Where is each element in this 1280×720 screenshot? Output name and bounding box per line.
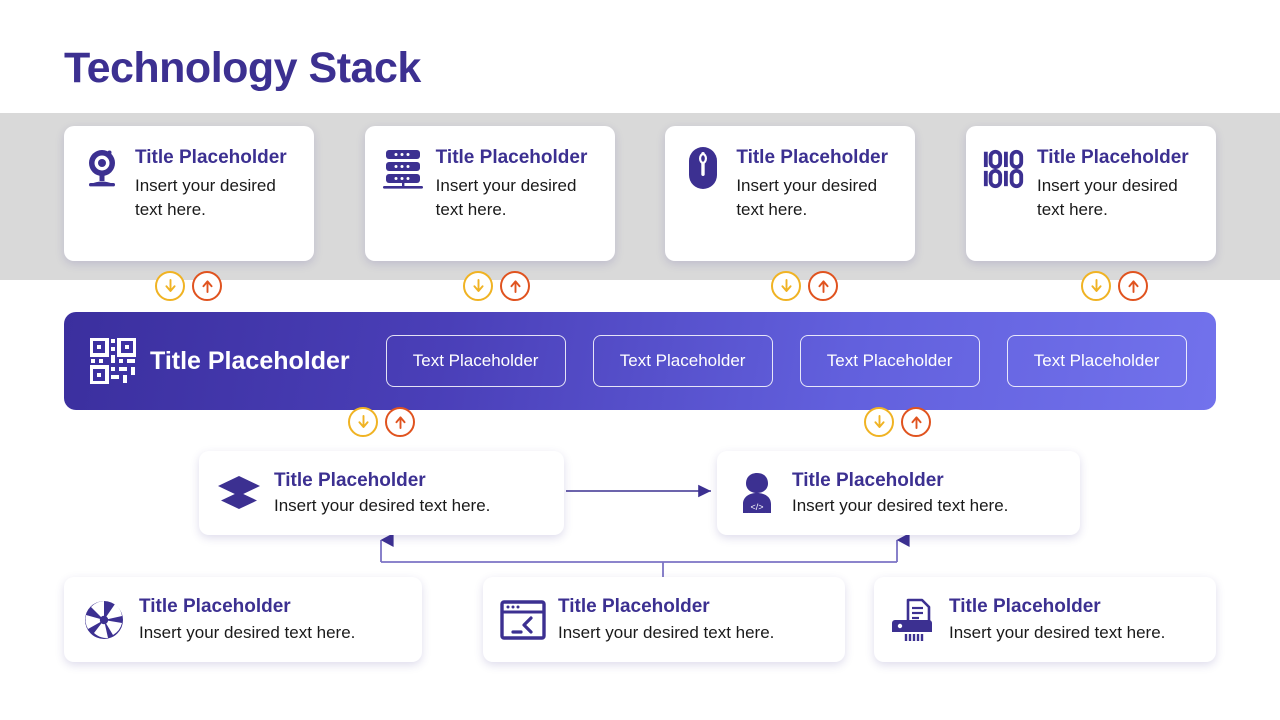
- qr-code-icon: [89, 337, 137, 385]
- top-card-row: Title Placeholder Insert your desired te…: [0, 126, 1280, 261]
- webcam-icon: [80, 145, 124, 191]
- arrow-pair-2: [463, 271, 530, 301]
- bottom-card-1-title: Title Placeholder: [139, 596, 291, 618]
- mid-card-right[interactable]: </> Title Placeholder Insert your desire…: [717, 451, 1080, 535]
- arrow-pair-4: [1081, 271, 1148, 301]
- top-card-3[interactable]: Title Placeholder Insert your desired te…: [665, 126, 916, 261]
- banner-pill-row: Text Placeholder Text Placeholder Text P…: [385, 335, 1187, 387]
- banner-pill-1[interactable]: Text Placeholder: [385, 335, 566, 387]
- arrow-down-icon[interactable]: [155, 271, 185, 301]
- arrow-down-icon[interactable]: [771, 271, 801, 301]
- bottom-card-2[interactable]: Title Placeholder Insert your desired te…: [483, 577, 845, 662]
- page-title: Technology Stack: [64, 44, 421, 92]
- mid-card-right-title: Title Placeholder: [792, 469, 944, 491]
- mid-card-right-desc: Insert your desired text here.: [792, 496, 1009, 516]
- mid-card-right-text: Title Placeholder Insert your desired te…: [792, 469, 1008, 518]
- top-card-2-title: Title Placeholder: [435, 147, 588, 168]
- bottom-card-1-text: Title Placeholder Insert your desired te…: [139, 595, 355, 644]
- printer-icon: [891, 597, 937, 643]
- mid-card-left-text: Title Placeholder Insert your desired te…: [274, 469, 490, 518]
- svg-text:</>: </>: [750, 502, 763, 512]
- bottom-card-1[interactable]: Title Placeholder Insert your desired te…: [64, 577, 422, 662]
- mid-card-left-title: Title Placeholder: [274, 469, 426, 491]
- bottom-card-3-desc: Insert your desired text here.: [949, 622, 1166, 642]
- banner-pill-3[interactable]: Text Placeholder: [799, 335, 980, 387]
- bottom-card-2-title: Title Placeholder: [558, 596, 710, 618]
- technology-banner[interactable]: Title Placeholder Text Placeholder Text …: [64, 312, 1216, 410]
- top-card-2-desc: Insert your desired text here.: [435, 175, 577, 219]
- top-card-4-title: Title Placeholder: [1036, 147, 1189, 168]
- top-card-3-text: Title Placeholder Insert your desired te…: [736, 143, 901, 222]
- top-card-4-desc: Insert your desired text here.: [1036, 175, 1178, 219]
- top-card-3-title: Title Placeholder: [736, 147, 889, 168]
- arrow-down-icon[interactable]: [864, 407, 894, 437]
- arrow-up-icon[interactable]: [808, 271, 838, 301]
- terminal-icon: [500, 597, 546, 643]
- bottom-card-1-desc: Insert your desired text here.: [139, 622, 356, 642]
- bottom-card-3-title: Title Placeholder: [949, 596, 1101, 618]
- bottom-card-3-text: Title Placeholder Insert your desired te…: [949, 595, 1165, 644]
- arrow-pair-1: [155, 271, 222, 301]
- mid-card-left-desc: Insert your desired text here.: [274, 496, 491, 516]
- arrow-down-icon[interactable]: [463, 271, 493, 301]
- arrow-up-icon[interactable]: [500, 271, 530, 301]
- binary-code-icon: [982, 145, 1026, 191]
- arrow-pair-6: [864, 407, 931, 437]
- mouse-icon: [681, 145, 725, 191]
- arrow-up-icon[interactable]: [1118, 271, 1148, 301]
- banner-pill-4[interactable]: Text Placeholder: [1006, 335, 1187, 387]
- server-rack-icon: [381, 145, 425, 191]
- bottom-card-2-desc: Insert your desired text here.: [558, 622, 775, 642]
- top-card-1-text: Title Placeholder Insert your desired te…: [135, 143, 300, 222]
- developer-icon: </>: [734, 470, 780, 516]
- arrow-down-icon[interactable]: [1081, 271, 1111, 301]
- arrow-up-icon[interactable]: [385, 407, 415, 437]
- banner-pill-2[interactable]: Text Placeholder: [592, 335, 773, 387]
- mid-card-left[interactable]: Title Placeholder Insert your desired te…: [199, 451, 564, 535]
- arrow-down-icon[interactable]: [348, 407, 378, 437]
- bottom-card-3[interactable]: Title Placeholder Insert your desired te…: [874, 577, 1216, 662]
- top-card-2[interactable]: Title Placeholder Insert your desired te…: [364, 126, 615, 261]
- top-card-1[interactable]: Title Placeholder Insert your desired te…: [64, 126, 314, 261]
- arrow-pair-3: [771, 271, 838, 301]
- aperture-icon: [81, 597, 127, 643]
- layers-icon: [216, 470, 262, 516]
- banner-title: Title Placeholder: [150, 346, 350, 375]
- top-card-1-title: Title Placeholder: [135, 147, 287, 168]
- top-card-2-text: Title Placeholder Insert your desired te…: [436, 143, 601, 222]
- top-card-1-desc: Insert your desired text here.: [135, 175, 276, 219]
- top-card-3-desc: Insert your desired text here.: [736, 175, 878, 219]
- arrow-pair-5: [348, 407, 415, 437]
- arrow-up-icon[interactable]: [901, 407, 931, 437]
- top-card-4[interactable]: Title Placeholder Insert your desired te…: [965, 126, 1216, 261]
- top-card-4-text: Title Placeholder Insert your desired te…: [1037, 143, 1202, 222]
- bottom-card-2-text: Title Placeholder Insert your desired te…: [558, 595, 774, 644]
- arrow-up-icon[interactable]: [192, 271, 222, 301]
